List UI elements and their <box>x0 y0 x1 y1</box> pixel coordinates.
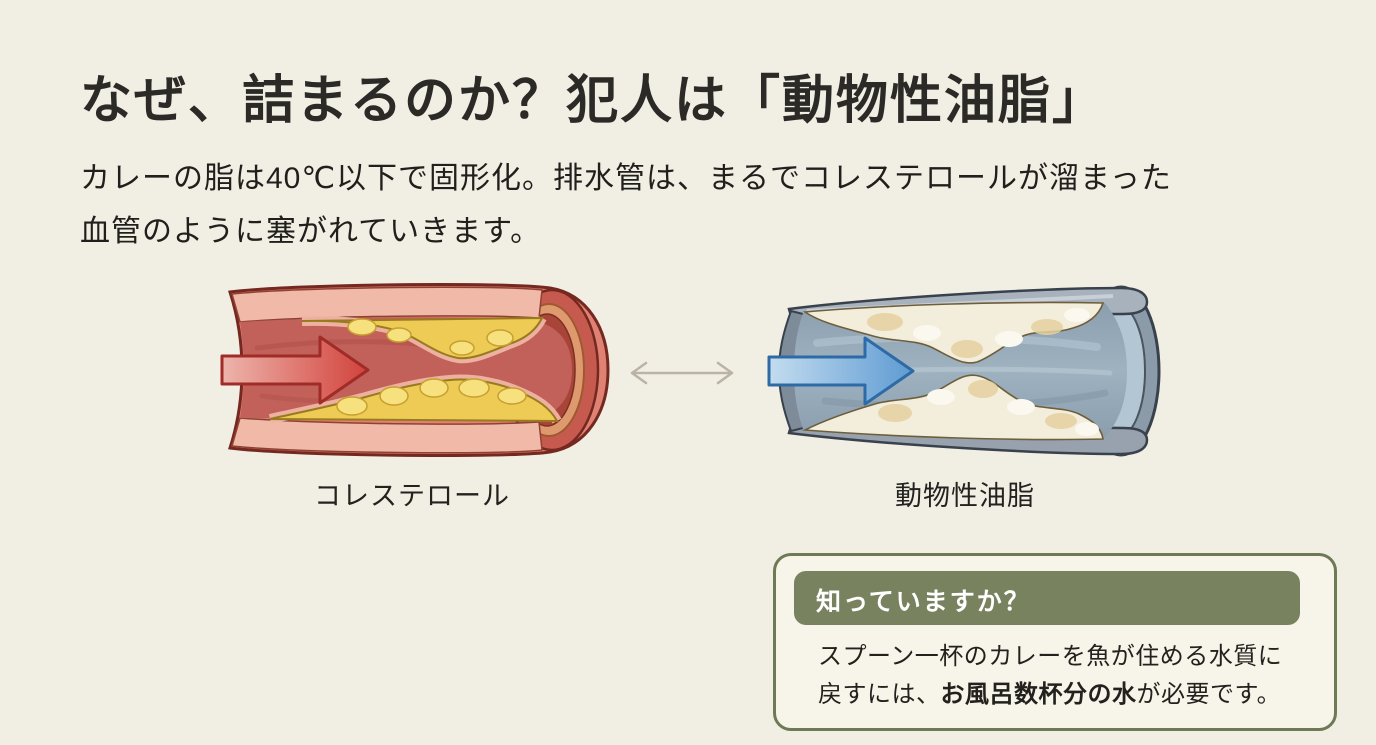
blood-flow-arrow-icon <box>220 335 370 405</box>
callout-header: 知っていますか？ <box>794 571 1300 625</box>
callout-body: スプーン一杯のカレーを魚が住める水質に戻すには、お風呂数杯分の水が必要です。 <box>794 625 1308 714</box>
drain-pipe-illustration <box>767 285 1161 457</box>
comparison-connector <box>620 354 744 392</box>
intro-text: カレーの脂は40℃以下で固形化。排水管は、まるでコレステロールが溜まった 血管の… <box>80 152 1172 259</box>
did-you-know-callout: 知っていますか？ スプーン一杯のカレーを魚が住める水質に戻すには、お風呂数杯分の… <box>773 553 1337 731</box>
drain-pipe-figure <box>765 281 1165 461</box>
intro-line-1: カレーの脂は40℃以下で固形化。排水管は、まるでコレステロールが溜まった <box>80 162 1172 195</box>
vessel-label: コレステロール <box>314 481 510 511</box>
callout-body-post: が必要です。 <box>1136 680 1282 708</box>
callout-body-bold: お風呂数杯分の水 <box>940 680 1137 708</box>
double-arrow-icon <box>630 361 734 385</box>
blood-vessel-illustration <box>220 283 610 457</box>
water-flow-arrow-icon <box>767 336 915 406</box>
blood-vessel-figure <box>212 280 612 460</box>
pipe-label: 動物性油脂 <box>895 481 1035 511</box>
callout-body-pre: スプーン一杯のカレーを魚が住める水質に戻すには、 <box>818 643 1283 708</box>
page-title: なぜ、詰まるのか？犯人は「動物性油脂」 <box>80 72 1107 130</box>
intro-line-2: 血管のように塞がれていきます。 <box>80 215 542 249</box>
